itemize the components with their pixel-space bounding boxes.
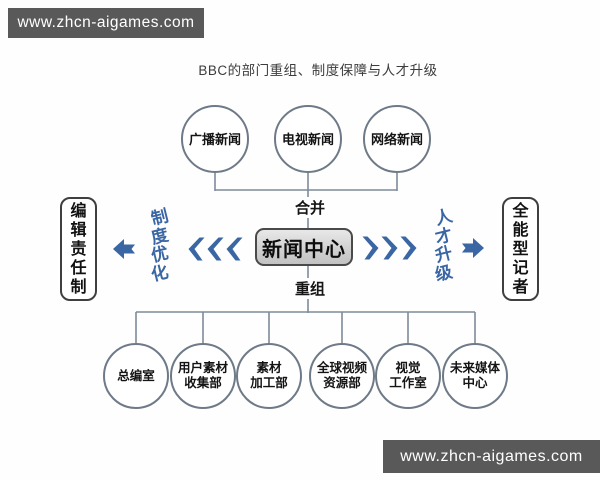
node-broadcast-news: 广播新闻 — [181, 105, 249, 173]
node-label-line2: 资源部 — [323, 376, 361, 390]
arrow-left-icon — [113, 239, 135, 259]
outcome-allround-journalist: 全能型记者 — [502, 197, 539, 301]
node-material-processing: 素材 加工部 — [236, 343, 302, 409]
chevrons-right-icon — [362, 236, 417, 260]
outcome-label: 编辑责任制 — [70, 202, 87, 296]
node-label: 电视新闻 — [281, 131, 334, 147]
node-label-line1: 用户素材 — [177, 361, 228, 375]
node-label: 广播新闻 — [188, 131, 241, 147]
node-label-line1: 未来媒体 — [449, 361, 500, 375]
node-visual-studio: 视觉 工作室 — [375, 343, 441, 409]
arrow-right-icon — [462, 238, 484, 258]
node-user-material-collection: 用户素材 收集部 — [170, 343, 236, 409]
outcome-editor-responsibility: 编辑责任制 — [60, 197, 97, 301]
watermark-top-text: www.zhcn-aigames.com — [17, 14, 195, 31]
node-future-media-center: 未来媒体 中心 — [442, 343, 508, 409]
node-tv-news: 电视新闻 — [274, 105, 342, 173]
diagram-title: BBC的部门重组、制度保障与人才升级 — [198, 63, 438, 78]
chevrons-left-icon — [188, 237, 243, 261]
node-label-line1: 素材 — [256, 361, 282, 375]
node-label: 网络新闻 — [370, 131, 423, 147]
process-system-optimization: 制度优化 — [147, 206, 173, 285]
node-chief-editor-office: 总编室 — [103, 343, 169, 409]
watermark-bottom: www.zhcn-aigames.com — [383, 440, 600, 473]
node-label-line2: 工作室 — [389, 376, 427, 390]
reorg-label: 重组 — [288, 278, 332, 299]
merge-label: 合并 — [288, 197, 332, 218]
watermark-top: www.zhcn-aigames.com — [8, 8, 204, 38]
process-char: 级 — [433, 261, 455, 285]
node-label-line2: 中心 — [462, 376, 488, 390]
node-label-line1: 全球视频 — [316, 361, 367, 375]
node-label-line1: 视觉 — [395, 361, 421, 375]
node-label-line1: 总编室 — [117, 368, 155, 383]
watermark-bottom-text: www.zhcn-aigames.com — [400, 447, 583, 465]
process-talent-upgrade: 人才升级 — [431, 206, 457, 285]
outcome-label: 全能型记者 — [512, 202, 529, 296]
node-label-line2: 收集部 — [184, 376, 222, 390]
news-center-label: 新闻中心 — [262, 238, 346, 261]
news-center-node: 新闻中心 — [255, 228, 353, 266]
node-label-line2: 加工部 — [250, 376, 288, 390]
node-global-video-resources: 全球视频 资源部 — [309, 343, 375, 409]
process-char: 化 — [149, 261, 171, 285]
node-online-news: 网络新闻 — [363, 105, 431, 173]
